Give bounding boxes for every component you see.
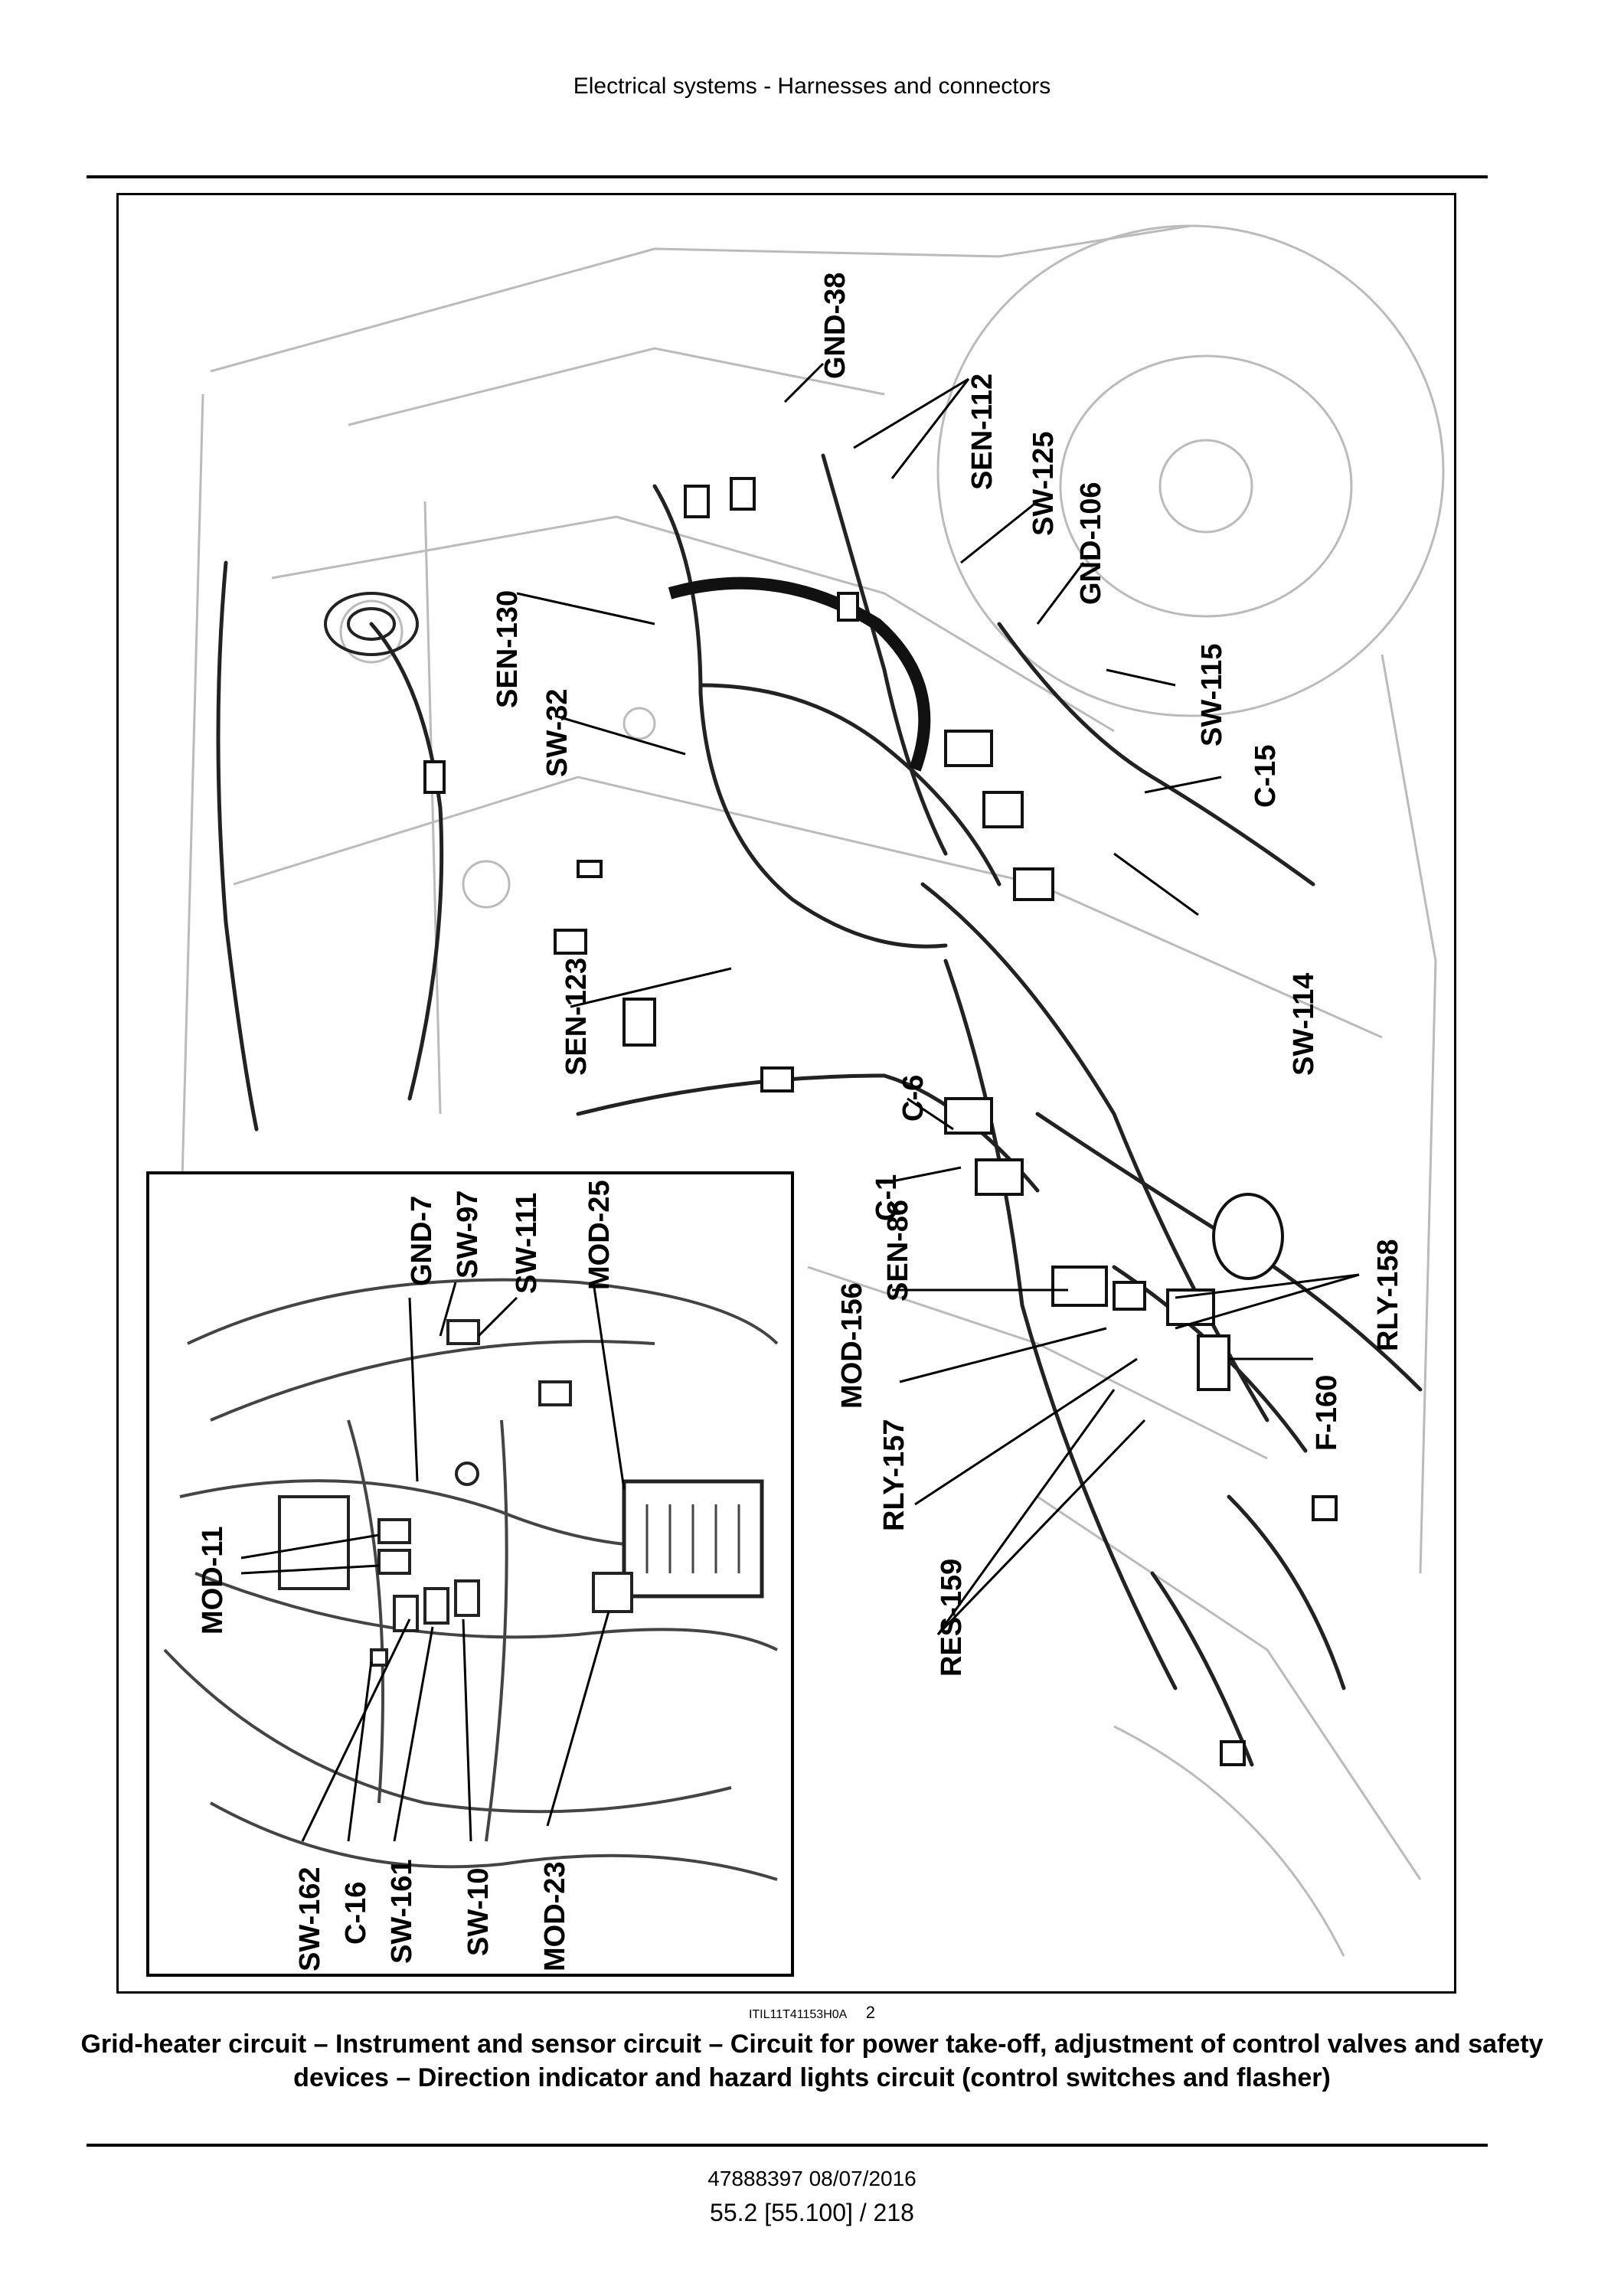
speaker bbox=[324, 592, 419, 656]
label-gnd-106: GND-106 bbox=[1075, 482, 1107, 606]
label-sw-114: SW-114 bbox=[1288, 973, 1320, 1076]
label-gnd-7: GND-7 bbox=[406, 1196, 438, 1286]
label-sw-161: SW-161 bbox=[386, 1859, 418, 1964]
label-sen-123: SEN-123 bbox=[560, 958, 593, 1076]
label-sen-86: SEN-86 bbox=[882, 1200, 914, 1302]
label-mod-23: MOD-23 bbox=[539, 1861, 571, 1971]
label-sw-32: SW-32 bbox=[541, 689, 573, 777]
footer-rule bbox=[87, 2144, 1488, 2147]
connectors bbox=[423, 477, 1338, 1766]
component-labels: GND-38 SEN-112 SW-125 GND-106 SW-115 C-1… bbox=[197, 273, 1404, 1971]
label-gnd-38: GND-38 bbox=[819, 273, 851, 379]
label-sw-162: SW-162 bbox=[294, 1867, 326, 1971]
label-rly-157: RLY-157 bbox=[878, 1419, 910, 1531]
label-c-1: C-1 bbox=[871, 1174, 903, 1221]
label-sen-130: SEN-130 bbox=[492, 590, 524, 708]
figure-id: ITIL11T41153H0A bbox=[748, 2008, 848, 2021]
figure-number: 2 bbox=[865, 2003, 876, 2022]
label-sw-111: SW-111 bbox=[511, 1193, 543, 1294]
inset-panel bbox=[146, 1171, 794, 1977]
label-f-160: F-160 bbox=[1311, 1375, 1343, 1451]
label-mod-156: MOD-156 bbox=[836, 1282, 868, 1409]
figure-id-line: ITIL11T41153H0A 2 bbox=[0, 2003, 1624, 2023]
label-c-15: C-15 bbox=[1250, 745, 1282, 808]
page-number: 55.2 [55.100] / 218 bbox=[710, 2199, 914, 2226]
label-mod-11: MOD-11 bbox=[197, 1527, 229, 1635]
label-c-16: C-16 bbox=[340, 1882, 372, 1945]
label-sw-125: SW-125 bbox=[1028, 431, 1060, 536]
page-header-title: Electrical systems - Harnesses and conne… bbox=[573, 73, 1051, 99]
label-sen-112: SEN-112 bbox=[966, 374, 998, 490]
harness-diagram: GND-38 SEN-112 SW-125 GND-106 SW-115 C-1… bbox=[116, 193, 1456, 1994]
heater-cable bbox=[668, 576, 931, 772]
header-rule bbox=[87, 175, 1488, 178]
figure-caption: Grid-heater circuit – Instrument and sen… bbox=[80, 2030, 1544, 2092]
label-rly-158: RLY-158 bbox=[1372, 1239, 1404, 1351]
label-mod-25: MOD-25 bbox=[583, 1180, 616, 1290]
tractor-outline bbox=[178, 224, 1445, 1957]
label-sw-10: SW-10 bbox=[462, 1868, 495, 1956]
document-number: 47888397 08/07/2016 bbox=[707, 2167, 917, 2190]
label-sw-115: SW-115 bbox=[1196, 644, 1228, 746]
label-sw-97: SW-97 bbox=[452, 1190, 484, 1279]
wiring-harness bbox=[216, 453, 1423, 1767]
leader-lines bbox=[240, 362, 1360, 1842]
label-c-6: C-6 bbox=[897, 1075, 930, 1122]
label-res-159: RES-159 bbox=[936, 1559, 968, 1677]
